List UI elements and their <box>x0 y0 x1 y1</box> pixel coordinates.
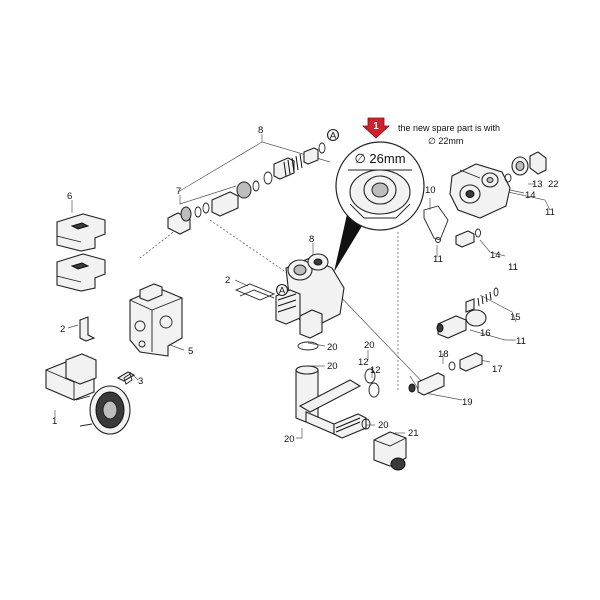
callout-7: 7 <box>176 186 181 197</box>
note-badge-number: 1 <box>373 121 379 132</box>
callout-13: 13 <box>532 179 543 190</box>
callout-22: 22 <box>548 179 559 190</box>
callout-11-a: 11 <box>433 254 443 265</box>
callout-16: 16 <box>480 328 491 339</box>
callout-14-top: 14 <box>525 190 536 201</box>
part-8-spring-assembly: A <box>263 128 340 185</box>
part-19-valve <box>408 372 445 396</box>
note-badge: 1 <box>361 117 391 139</box>
note-text-line2: ∅ 22mm <box>428 136 463 146</box>
part-10-gasket <box>423 205 449 243</box>
callout-21: 21 <box>408 428 419 439</box>
part-7-valve-assembly <box>167 180 260 235</box>
callout-14-mid: 14 <box>490 250 501 261</box>
callout-20-right: 20 <box>378 420 389 431</box>
callout-18: 18 <box>438 349 449 360</box>
callout-labels: 8 7 6 8 2 2 5 3 1 10 11 13 22 14 11 14 1… <box>52 125 559 445</box>
callout-20-top: 20 <box>364 340 375 351</box>
callout-11-d: 11 <box>516 336 526 347</box>
callout-20-bottom: 20 <box>284 434 295 445</box>
detail-magnifier: ∅ 26mm <box>334 141 425 272</box>
outlet-pipe-assembly <box>295 341 380 439</box>
callout-11-b: 11 <box>545 207 555 218</box>
part-14-piston <box>455 228 481 248</box>
callout-2-left: 2 <box>60 324 65 335</box>
callout-20-oring: 20 <box>327 342 338 353</box>
part-17-18-valve <box>448 352 483 372</box>
part-6-clip-set <box>56 213 106 292</box>
callout-20-mid: 20 <box>327 361 338 372</box>
part-5-pump-head <box>129 283 183 357</box>
part-15-spring <box>465 287 499 313</box>
callout-5: 5 <box>188 346 193 357</box>
callout-1: 1 <box>52 416 57 427</box>
callout-10: 10 <box>425 185 436 196</box>
callout-19: 19 <box>462 397 473 408</box>
callout-15: 15 <box>510 312 521 323</box>
callout-8-top: 8 <box>258 125 263 136</box>
note-text-line1: the new spare part is with <box>398 123 500 133</box>
callout-12-a: 12 <box>358 357 369 368</box>
reference-mark-a: A <box>330 131 337 142</box>
part-13-22-fittings <box>504 151 547 183</box>
callout-17: 17 <box>492 364 503 375</box>
part-21-nut <box>373 431 407 471</box>
detail-diameter-label: ∅ 26mm <box>354 151 405 166</box>
main-pump-body: A <box>275 253 345 339</box>
part-3-screw <box>116 371 136 385</box>
callout-3: 3 <box>138 376 143 387</box>
part-2-wire-bracket <box>234 283 276 301</box>
reference-mark-a-pump: A <box>279 286 286 297</box>
callout-2-right: 2 <box>225 275 230 286</box>
callout-11-c: 11 <box>508 262 518 273</box>
part-2-bracket-left <box>79 316 96 342</box>
callout-8-pump: 8 <box>309 234 314 245</box>
right-valve-housing <box>449 163 511 219</box>
part-16-valve <box>436 309 487 339</box>
part-1-cylinder <box>45 353 131 435</box>
callout-12-b: 12 <box>370 365 381 376</box>
callout-6: 6 <box>67 191 72 202</box>
